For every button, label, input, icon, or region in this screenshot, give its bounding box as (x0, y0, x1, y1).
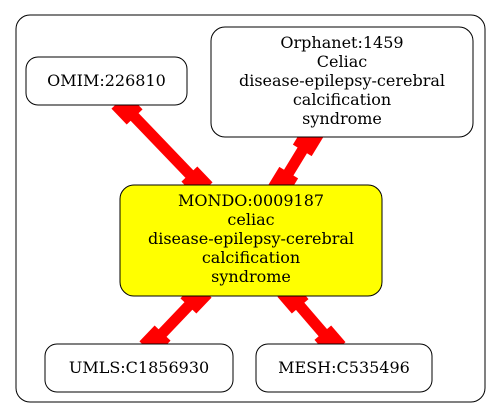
node-mesh[interactable]: MESH:C535496 (255, 343, 433, 393)
edge-omim-mondo (111, 93, 213, 198)
node-orphanet-box (210, 26, 474, 138)
node-orphanet-line-5: syndrome (302, 109, 382, 128)
node-mondo[interactable]: MONDO:0009187 celiac disease-epilepsy-ce… (119, 184, 383, 297)
node-mondo-line-5: syndrome (211, 267, 291, 286)
node-orphanet-line-4: calcification (293, 90, 391, 109)
node-omim-label: OMIM:226810 (47, 71, 166, 90)
node-mondo-box (119, 184, 383, 297)
node-omim[interactable]: OMIM:226810 (25, 56, 188, 106)
node-umls-box (44, 343, 234, 393)
node-mesh-box (255, 343, 433, 393)
node-umls-label: UMLS:C1856930 (69, 358, 209, 377)
cluster-frame (15, 14, 486, 403)
node-mondo-line-1: MONDO:0009187 (178, 191, 324, 210)
node-mesh-label: MESH:C535496 (278, 358, 410, 377)
node-omim-box (25, 56, 188, 106)
node-orphanet-line-1: Orphanet:1459 (280, 33, 403, 52)
node-mondo-line-3: disease-epilepsy-cerebral (148, 229, 354, 248)
node-mondo-line-4: calcification (202, 248, 300, 267)
node-mondo-line-2: celiac (227, 210, 274, 229)
node-orphanet[interactable]: Orphanet:1459 Celiac disease-epilepsy-ce… (210, 26, 474, 138)
node-orphanet-line-2: Celiac (317, 52, 367, 71)
edge-line (123, 105, 201, 186)
node-orphanet-line-3: disease-epilepsy-cerebral (239, 71, 445, 90)
node-umls[interactable]: UMLS:C1856930 (44, 343, 234, 393)
